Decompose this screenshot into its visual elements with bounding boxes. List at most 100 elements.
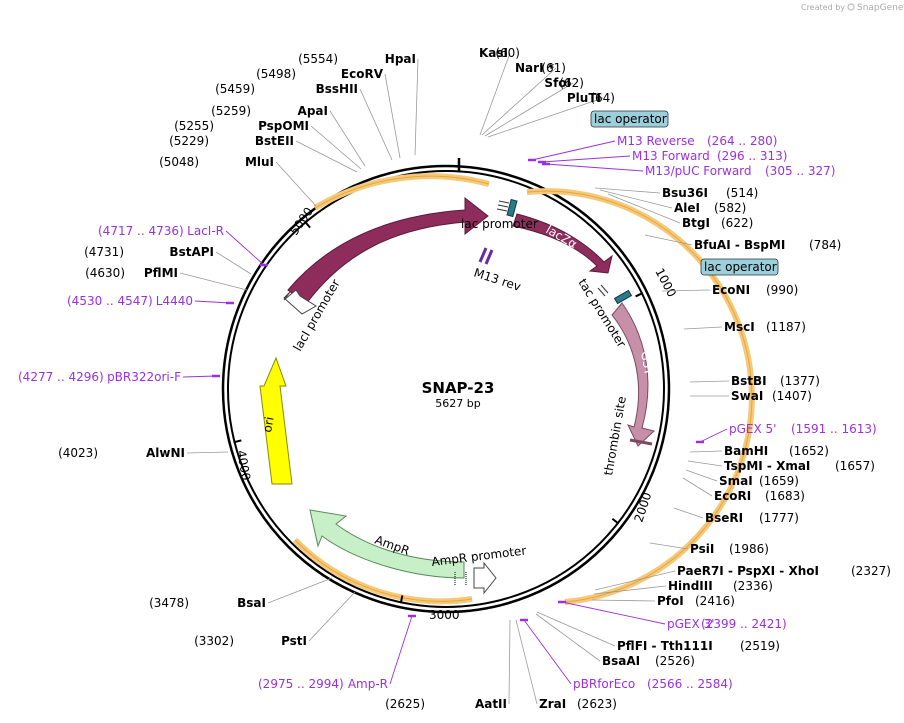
enzyme-position: (2526)	[655, 654, 695, 668]
enzyme-name: NarI *	[515, 61, 555, 75]
orf-arc-laci	[313, 173, 490, 211]
enzyme-name: ZraI	[539, 697, 566, 711]
primer-name: Amp-R	[348, 677, 388, 691]
primer-name: pBRforEco	[573, 677, 635, 691]
enzyme-position: (60)	[495, 46, 520, 60]
enzyme-name: ApaI	[298, 104, 328, 118]
enzyme-position: (990)	[766, 283, 798, 297]
lac-operator-box-1	[590, 110, 669, 128]
enzyme-position: (62)	[559, 76, 584, 90]
ampr-promoter-arrow	[473, 561, 497, 595]
enzyme-position: (4630)	[85, 266, 125, 280]
feature-gst-label: GST	[638, 350, 656, 377]
primer-leader-line	[523, 619, 572, 685]
enzyme-name: HindIII	[668, 579, 713, 593]
enzyme-position: (2623)	[577, 697, 617, 711]
enzyme-leader-line	[508, 619, 511, 705]
enzyme-leader-line	[535, 613, 601, 662]
enzyme-leader-line	[487, 97, 604, 138]
primer-leader-line	[182, 375, 217, 378]
enzyme-position: (3302)	[194, 634, 234, 648]
tick-mark	[304, 220, 311, 229]
enzyme-leader-line	[329, 110, 366, 167]
tick-mark	[635, 292, 644, 298]
enzyme-name: PflMI	[144, 266, 178, 280]
enzyme-position: (1377)	[780, 374, 820, 388]
enzyme-position: (5459)	[215, 82, 255, 96]
primer-name: pBR322ori-F	[107, 370, 181, 384]
backbone-inner-ring	[227, 170, 665, 608]
enzyme-position: (2336)	[733, 579, 773, 593]
feature-laci-label: lacI	[371, 211, 395, 231]
lac-promoter-glyph	[496, 200, 510, 212]
enzyme-leader-line	[179, 272, 248, 291]
primer-range: (296 .. 313)	[717, 149, 787, 163]
enzyme-leader-line	[515, 619, 538, 705]
enzyme-leader-line	[661, 289, 711, 292]
lac-operator-glyph	[506, 198, 518, 218]
enzyme-leader-line	[591, 599, 656, 602]
plasmid-name: SNAP-23	[422, 379, 495, 397]
feature-lac-promoter-label: lac promoter	[461, 217, 538, 231]
lacza-arrow	[512, 213, 613, 274]
enzyme-name: BstEII	[255, 134, 294, 148]
primer-range: (2399 .. 2421)	[701, 617, 787, 631]
enzyme-leader-line	[673, 507, 704, 519]
enzyme-leader-line	[384, 73, 401, 159]
primer-range: (4277 .. 4296)	[18, 370, 104, 384]
enzyme-name: PaeR7I - PspXI - XhoI	[677, 564, 819, 578]
primer-range: (305 .. 327)	[765, 164, 835, 178]
enzyme-position: (64)	[590, 91, 615, 105]
enzyme-position: (5255)	[174, 119, 214, 133]
primer-leader-line	[194, 300, 231, 304]
enzyme-name: HpaI	[385, 52, 416, 66]
enzyme-name: PspOMI	[258, 119, 309, 133]
enzyme-name: BfuAI - BspMI	[694, 238, 785, 252]
tick-label: 3000	[429, 608, 460, 622]
enzyme-position: (5554)	[298, 52, 338, 66]
enzyme-position: (1187)	[766, 320, 806, 334]
backbone-outer-ring	[221, 164, 671, 614]
enzyme-name: EcoRV	[341, 67, 384, 81]
enzyme-leader-line	[683, 326, 723, 330]
feature-lacza-label: lacZα	[544, 222, 580, 251]
enzyme-leader-line	[649, 542, 689, 550]
enzyme-position: (1777)	[759, 511, 799, 525]
tick-label: 4000	[234, 449, 253, 482]
primer-name: pGEX 5'	[729, 422, 776, 436]
enzyme-leader-line	[295, 140, 358, 173]
laci-arrow	[287, 196, 489, 305]
enzyme-name: SmaI	[719, 474, 753, 488]
enzyme-leader-line	[682, 477, 713, 497]
enzyme-position: (5048)	[159, 155, 199, 169]
primer-name: L4440	[156, 294, 193, 308]
primer-range: (4530 .. 4547)	[67, 294, 153, 308]
primer-name: LacI-R	[187, 224, 224, 238]
enzyme-position: (622)	[721, 216, 753, 230]
m13-rev-glyph	[478, 247, 494, 265]
enzyme-leader-line	[689, 380, 730, 383]
enzyme-leader-line	[593, 585, 667, 595]
feature-ori-label: ori	[260, 416, 276, 434]
enzyme-name: PfoI	[657, 594, 684, 608]
enzyme-leader-line	[599, 189, 673, 209]
enzyme-name: BssHII	[316, 82, 358, 96]
enzyme-leader-line	[479, 52, 511, 136]
enzyme-position: (514)	[726, 186, 758, 200]
enzyme-name: PflFI - Tth111I	[617, 639, 713, 653]
enzyme-name: PstI	[281, 634, 307, 648]
enzyme-position: (2327)	[851, 564, 891, 578]
enzyme-name: PsiI	[690, 542, 714, 556]
enzyme-leader-line	[644, 234, 693, 246]
enzyme-position: (1657)	[835, 459, 875, 473]
primer-name: pGEX 3'	[667, 617, 714, 631]
credit-product: SnapGene	[857, 3, 904, 13]
enzyme-position: (2519)	[740, 639, 780, 653]
tick-mark	[399, 595, 404, 604]
laci-promoter-arrow	[283, 289, 317, 315]
leader-layer	[179, 52, 730, 705]
enzyme-position: (3478)	[149, 596, 189, 610]
enzyme-position: (5498)	[256, 67, 296, 81]
enzyme-position: (5229)	[169, 134, 209, 148]
enzyme-position: (2416)	[695, 594, 735, 608]
